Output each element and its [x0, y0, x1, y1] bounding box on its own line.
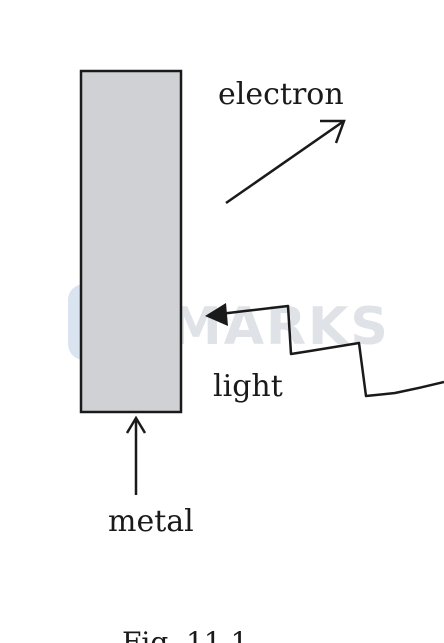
electron-arrow: [225, 119, 346, 205]
metal-plate: [79, 69, 183, 414]
metal-arrow: [125, 415, 147, 495]
light-arrowhead: [205, 303, 228, 326]
metal-label: metal: [108, 504, 194, 539]
figure-caption: Fig. 11.1: [122, 626, 248, 643]
light-ray: [205, 303, 444, 398]
light-label: light: [213, 369, 283, 404]
electron-label: electron: [218, 77, 344, 112]
